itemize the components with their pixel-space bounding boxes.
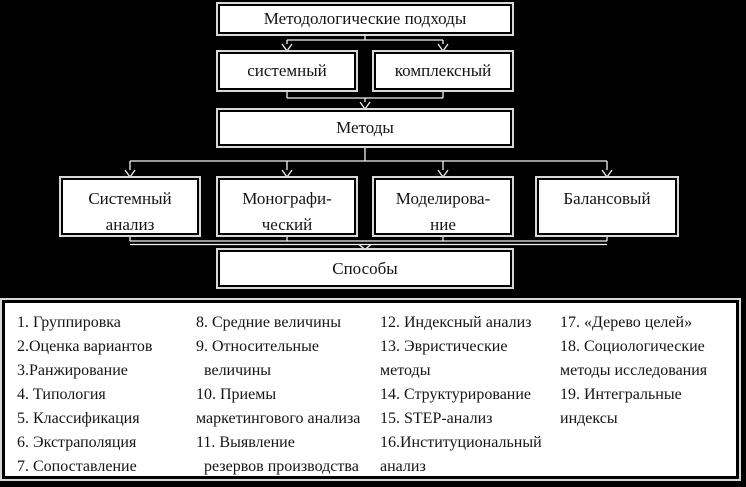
arrowhead-down-icon (281, 169, 293, 179)
arrowhead-down-icon (437, 43, 449, 53)
node-method-modeling: Моделирова- ние (374, 178, 512, 235)
ways-list-column-1: 1. Группировка 2.Оценка вариантов 3.Ранж… (17, 314, 153, 475)
node-approach-system: системный (218, 52, 356, 90)
node-ways: Способы (218, 250, 512, 287)
node-method-monographic: Монографи- ческий (218, 178, 356, 235)
arrowhead-down-icon (281, 43, 293, 53)
arrowhead-down-icon (359, 101, 371, 111)
connector-methods-to-method-types (124, 148, 613, 179)
node-methods: Методы (218, 110, 512, 146)
ways-list-column-2: 8. Средние величины 9. Относительные вел… (196, 314, 361, 475)
connector-approaches-to-methods (286, 92, 444, 111)
node-method-system-analysis: Системный анализ (61, 178, 199, 235)
ways-list-column-3: 12. Индексный анализ 13. Эвристические м… (380, 314, 542, 475)
ways-list-column-4: 17. «Дерево целей» 18. Социологические м… (560, 314, 708, 427)
node-methodological-approaches: Методологические подходы (218, 4, 512, 34)
node-approach-complex: комплексный (374, 52, 512, 90)
arrowhead-down-icon (124, 169, 136, 179)
arrowhead-down-icon (358, 244, 372, 251)
connector-root-to-approaches (281, 34, 449, 53)
arrowhead-down-icon (601, 169, 613, 179)
node-method-balance: Балансовый (537, 178, 677, 235)
arrowhead-down-icon (437, 169, 449, 179)
ways-list: 1. Группировка 2.Оценка вариантов 3.Ранж… (2, 300, 739, 479)
connector-method-types-to-ways (129, 237, 608, 251)
